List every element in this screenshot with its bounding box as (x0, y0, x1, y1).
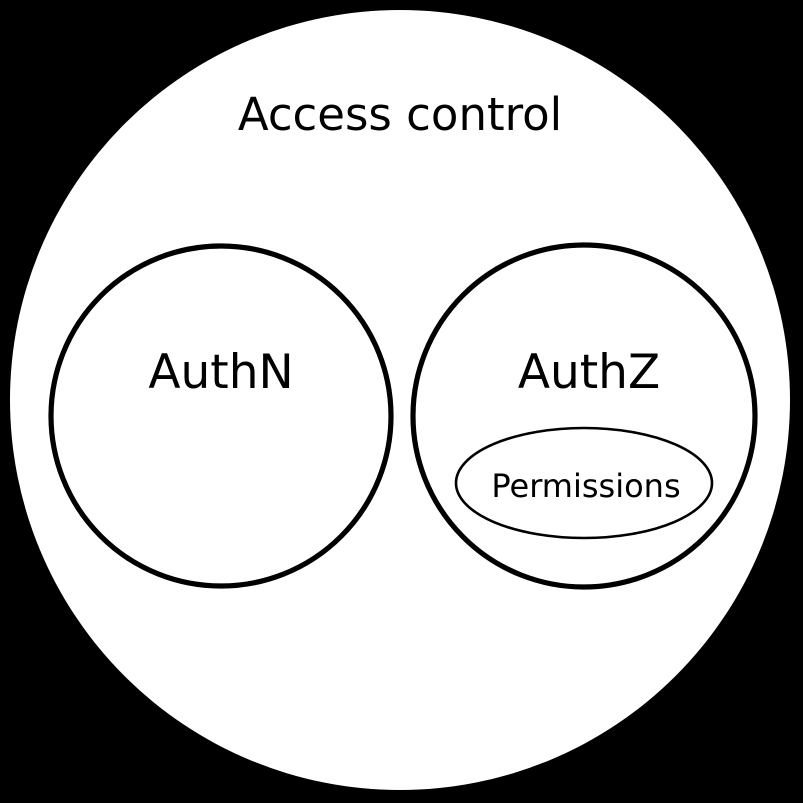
access-control-label: Access control (238, 88, 562, 141)
access-control-circle[interactable] (10, 10, 790, 790)
permissions-label: Permissions (491, 467, 680, 505)
permissions-ellipse[interactable] (454, 426, 714, 540)
authn-circle[interactable] (48, 243, 394, 589)
authz-label: AuthZ (518, 345, 660, 400)
authn-label: AuthN (148, 345, 293, 400)
